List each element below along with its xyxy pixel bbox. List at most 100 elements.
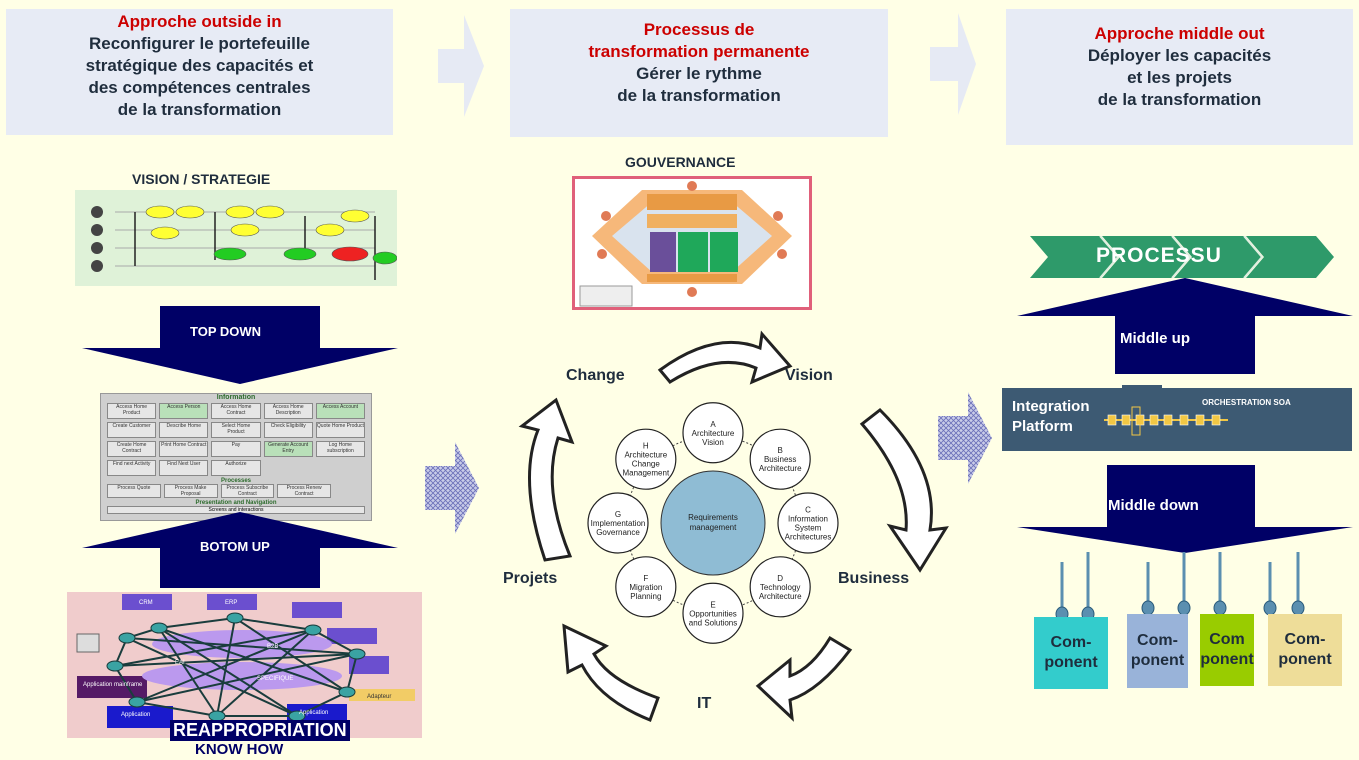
header-arrow-right	[930, 13, 976, 115]
adm-phase-circle	[749, 428, 811, 490]
middle-up-label: Middle up	[1120, 330, 1190, 347]
hub-label: Requirements	[688, 513, 738, 522]
info-panel-title: Information	[216, 394, 256, 401]
network-label: Application mainframe	[83, 682, 143, 688]
bottom-up-label: BOTOM UP	[200, 539, 270, 554]
component-label: Com-	[1050, 634, 1092, 651]
header-outside-in: Approche outside in Reconfigurer le port…	[6, 9, 393, 135]
top-down-arrow	[82, 306, 398, 384]
adm-phase-circle	[615, 428, 677, 490]
network-label: CRM	[139, 600, 153, 606]
adm-phase-label: E	[710, 600, 715, 609]
component-label: ponent	[1044, 654, 1098, 671]
adm-phase-circle	[615, 556, 677, 618]
header-right-title: Approche middle out	[1094, 24, 1265, 43]
header-mid-title: Processus de	[643, 20, 755, 39]
network-label: EAI	[175, 660, 185, 666]
header-left-title: Approche outside in	[117, 12, 282, 31]
middle-up-arrow	[1017, 278, 1353, 374]
adm-phase-circle	[682, 582, 744, 644]
gouvernance-label: GOUVERNANCE	[625, 154, 736, 170]
header-left-line: stratégique des capacités et	[85, 56, 314, 75]
it-label: IT	[697, 695, 712, 712]
adm-phase-label: H	[643, 442, 649, 451]
right-output-arrow	[938, 392, 992, 484]
middle-down-arrow	[1017, 465, 1353, 553]
integration-platform-label: Platform	[1012, 418, 1073, 435]
adm-phase-label: Planning	[630, 592, 661, 601]
info-cell: Log Home subscription	[315, 441, 365, 457]
info-cell: Authorize	[211, 460, 261, 476]
info-cell: Create Customer	[107, 422, 157, 438]
info-cell: Pay	[211, 441, 261, 457]
adm-phase-label: Opportunities	[689, 609, 737, 618]
info-cell: Access Home Product	[107, 403, 157, 419]
adm-phase-label: Implementation	[591, 519, 646, 528]
header-left-line: de la transformation	[117, 100, 282, 119]
info-cell: Check Eligibility	[263, 422, 313, 438]
adm-phase-label: Architecture	[692, 429, 735, 438]
adm-phase-label: Vision	[702, 438, 724, 447]
adm-phase-label: Change	[632, 460, 661, 469]
header-middle-out: Approche middle out Déployer les capacit…	[1006, 9, 1353, 145]
adm-phase-label: and Solutions	[689, 618, 737, 627]
adm-phase-label: Management	[622, 469, 669, 478]
process-cell: Process Make Proposal	[163, 484, 218, 498]
processes-title: Processes	[220, 478, 252, 484]
info-cell: Access Person	[159, 403, 209, 419]
process-cell: Process Quote	[107, 484, 161, 498]
vision-strategie-label: VISION / STRATEGIE	[132, 171, 271, 187]
adm-phase-label: Technology	[760, 583, 800, 592]
header-processus: Processus de transformation permanente G…	[510, 9, 888, 137]
header-right-line: et les projets	[1127, 68, 1232, 87]
adm-phase-label: F	[643, 574, 648, 583]
component-box: Com-ponent	[1268, 614, 1342, 686]
info-cell: Describe Home	[159, 422, 209, 438]
adm-phase-label: System	[795, 524, 822, 533]
network-label: B2B	[267, 644, 278, 650]
info-cell: Create Home Contract	[107, 441, 157, 457]
process-cell: Process Renew Contract	[277, 484, 331, 498]
cycle-arrows	[518, 330, 949, 722]
header-left-line: des compétences centrales	[88, 78, 311, 97]
network-label: ERP	[225, 600, 237, 606]
header-mid-line: de la transformation	[617, 86, 781, 105]
info-cell: Quote Home Product	[315, 422, 365, 438]
adm-phase-circle	[777, 492, 839, 554]
info-cell: Generate Account Entry	[263, 441, 313, 457]
adm-phase-label: Architecture	[624, 451, 667, 460]
network-label: Application	[299, 710, 328, 716]
orchestration-bus	[1104, 385, 1228, 436]
vision-strategy-diagram	[75, 190, 397, 286]
requirements-management-hub	[660, 470, 766, 576]
processu-label: PROCESSU	[1096, 244, 1222, 267]
adm-phase-label: Information	[788, 515, 828, 524]
change-label: Change	[566, 367, 625, 384]
network-label: SPECIFIQUE	[257, 676, 293, 682]
info-cell: Access Home Contract	[211, 403, 261, 419]
adm-phase-circle	[749, 556, 811, 618]
adm-phase-circle	[587, 492, 649, 554]
component-label: Com-	[1137, 632, 1178, 649]
adm-phase-label: G	[615, 510, 621, 519]
vision-label: Vision	[785, 367, 833, 384]
middle-down-label: Middle down	[1108, 497, 1199, 514]
adm-phase-label: B	[778, 446, 783, 455]
component-label: ponent	[1278, 651, 1332, 668]
left-input-arrow	[425, 442, 479, 534]
process-cell: Process Subscribe Contract	[220, 484, 275, 498]
network-label: Application	[121, 712, 150, 718]
adm-phase-label: C	[805, 506, 811, 515]
component-box: Com-ponent	[1034, 617, 1108, 689]
component-label: Com	[1209, 631, 1245, 648]
know-how-label: KNOW HOW	[195, 741, 284, 758]
